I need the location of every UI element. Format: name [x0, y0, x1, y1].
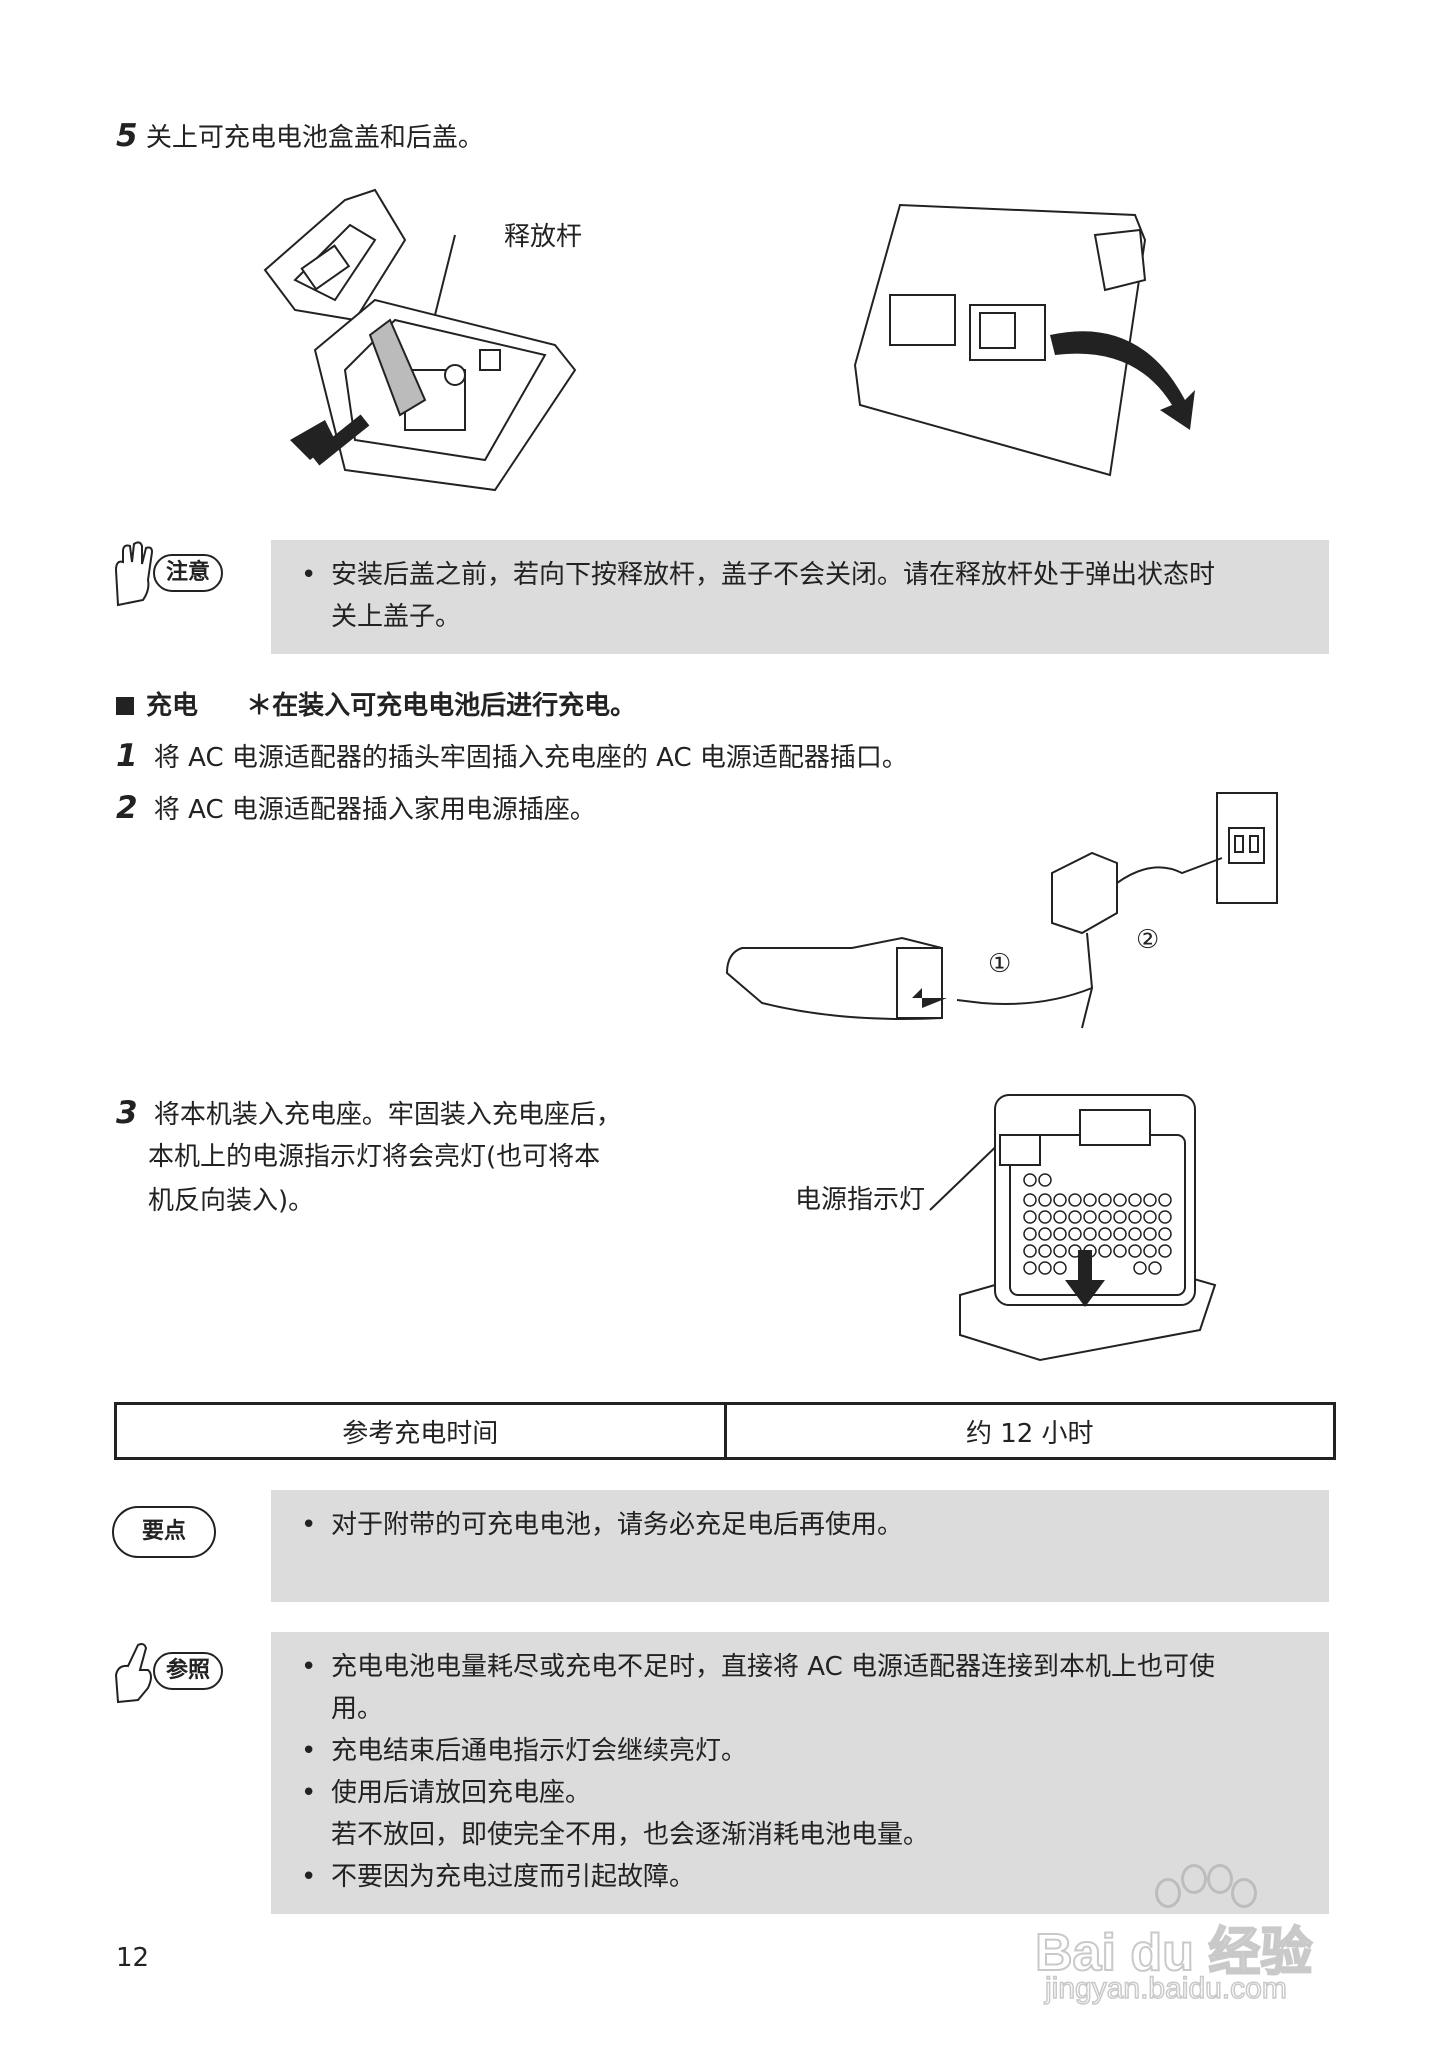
- reference-box: • 充电电池电量耗尽或充电不足时，直接将 AC 电源适配器连接到本机上也可使 用…: [271, 1632, 1329, 1914]
- step-text: 将 AC 电源适配器插入家用电源插座。: [153, 795, 596, 825]
- reference-line: 充电结束后通电指示灯会继续亮灯。: [331, 1736, 748, 1766]
- labeler-illustration: [929, 1094, 1217, 1362]
- bullet: •: [301, 1862, 317, 1892]
- charge-section-heading: 充电 ＊在装入可充电电池后进行充电。: [116, 686, 636, 726]
- keypoint-item: • 对于附带的可充电电池，请务必充足电后再使用。: [301, 1504, 903, 1546]
- caution-box: • 安装后盖之前，若向下按释放杆，盖子不会关闭。请在释放杆处于弹出状态时 关上盖…: [271, 540, 1329, 654]
- bullet: •: [301, 560, 317, 590]
- paw-logo-icon: [1145, 1860, 1257, 1920]
- square-bullet-icon: [116, 697, 134, 715]
- table: 参考充电时间 约 12 小时: [114, 1402, 1336, 1460]
- reference-list: • 充电电池电量耗尽或充电不足时，直接将 AC 电源适配器连接到本机上也可使 用…: [301, 1646, 1215, 1898]
- step-text-line-2: 本机上的电源指示灯将会亮灯(也可将本: [148, 1142, 601, 1172]
- step-1: 1 将 AC 电源适配器的插头牢固插入充电座的 AC 电源适配器插口。: [116, 736, 908, 778]
- step-number: 3: [116, 1095, 138, 1131]
- keypoint-badge: 要点: [112, 1506, 216, 1558]
- bullet: •: [301, 1736, 317, 1766]
- pointing-hand-icon: [114, 1643, 152, 1704]
- step-5: 5 关上可充电电池盒盖和后盖。: [116, 116, 484, 158]
- page-number: 12: [116, 1943, 150, 1973]
- bullet: •: [301, 1778, 317, 1808]
- caution-badge: 注意: [153, 554, 223, 592]
- reference-badge: 参照: [153, 1652, 223, 1690]
- charge-heading: 充电: [146, 691, 199, 721]
- bullet: •: [301, 1510, 317, 1540]
- table-label-cell: 参考充电时间: [114, 1402, 727, 1460]
- reference-line: 使用后请放回充电座。: [331, 1778, 592, 1808]
- reference-item: • 使用后请放回充电座。 若不放回，即使完全不用，也会逐渐消耗电池电量。: [301, 1772, 1215, 1856]
- keypoint-list: • 对于附带的可充电电池，请务必充足电后再使用。: [301, 1504, 903, 1546]
- charger-adapter-illustration: [725, 792, 1278, 1029]
- reference-item: • 充电电池电量耗尽或充电不足时，直接将 AC 电源适配器连接到本机上也可使 用…: [301, 1646, 1215, 1730]
- step-number: 2: [116, 790, 138, 826]
- step-text: 关上可充电电池盒盖和后盖。: [145, 123, 484, 153]
- caution-item: • 安装后盖之前，若向下按释放杆，盖子不会关闭。请在释放杆处于弹出状态时 关上盖…: [301, 554, 1215, 638]
- charge-note: ＊在装入可充电电池后进行充电。: [246, 691, 637, 721]
- step-text-line-3: 机反向装入)。: [148, 1186, 315, 1216]
- watermark-url: jingyan.baidu.com: [1044, 1971, 1287, 2006]
- hand-stop-icon: [114, 541, 154, 607]
- reference-line: 不要因为充电过度而引起故障。: [331, 1862, 696, 1892]
- step-text-line-1: 将本机装入充电座。牢固装入充电座后，: [153, 1100, 622, 1130]
- watermark-logo-text: Bai du 经验: [1034, 1923, 1313, 1983]
- reference-line: 用。: [331, 1694, 384, 1724]
- table-value-cell: 约 12 小时: [723, 1402, 1336, 1460]
- keypoint-box: • 对于附带的可充电电池，请务必充足电后再使用。: [271, 1490, 1329, 1602]
- step-2: 2 将 AC 电源适配器插入家用电源插座。: [116, 788, 596, 830]
- closed-printer-illustration: [853, 203, 1195, 477]
- reference-line: 充电电池电量耗尽或充电不足时，直接将 AC 电源适配器连接到本机上也可使: [331, 1652, 1216, 1682]
- marker-2: ②: [1136, 925, 1160, 955]
- charge-time-table: 参考充电时间 约 12 小时: [114, 1402, 1336, 1460]
- marker-1: ①: [988, 949, 1012, 979]
- release-lever-label: 释放杆: [504, 222, 583, 252]
- reference-icon: 参照: [108, 1640, 228, 1710]
- figure-open-printer: [255, 170, 635, 500]
- figure-closed-printer: [840, 195, 1200, 485]
- step-number: 1: [116, 738, 138, 774]
- step-3: 3 将本机装入充电座。牢固装入充电座后， 本机上的电源指示灯将会亮灯(也可将本 …: [116, 1093, 622, 1223]
- step-text: 将 AC 电源适配器的插头牢固插入充电座的 AC 电源适配器插口。: [153, 743, 908, 773]
- power-indicator-label: 电源指示灯: [795, 1185, 926, 1215]
- caution-list: • 安装后盖之前，若向下按释放杆，盖子不会关闭。请在释放杆处于弹出状态时 关上盖…: [301, 554, 1215, 638]
- reference-line: 若不放回，即使完全不用，也会逐渐消耗电池电量。: [331, 1820, 930, 1850]
- caution-line-1: 安装后盖之前，若向下按释放杆，盖子不会关闭。请在释放杆处于弹出状态时: [331, 560, 1216, 590]
- step-number: 5: [116, 118, 138, 154]
- reference-item: • 充电结束后通电指示灯会继续亮灯。: [301, 1730, 1215, 1772]
- bullet: •: [301, 1652, 317, 1682]
- baidu-watermark: Bai du 经验 jingyan.baidu.com: [1034, 1860, 1415, 2010]
- table-row: 参考充电时间 约 12 小时: [114, 1402, 1336, 1460]
- keypoint-line: 对于附带的可充电电池，请务必充足电后再使用。: [331, 1510, 904, 1540]
- figure-charger-adapter: ① ②: [722, 788, 1282, 1038]
- caution-icon: 注意: [108, 540, 228, 610]
- reference-item: • 不要因为充电过度而引起故障。: [301, 1856, 1215, 1898]
- caution-line-2: 关上盖子。: [331, 602, 462, 632]
- figure-labeler-on-charger: [929, 1085, 1230, 1365]
- open-printer-illustration: [263, 188, 577, 492]
